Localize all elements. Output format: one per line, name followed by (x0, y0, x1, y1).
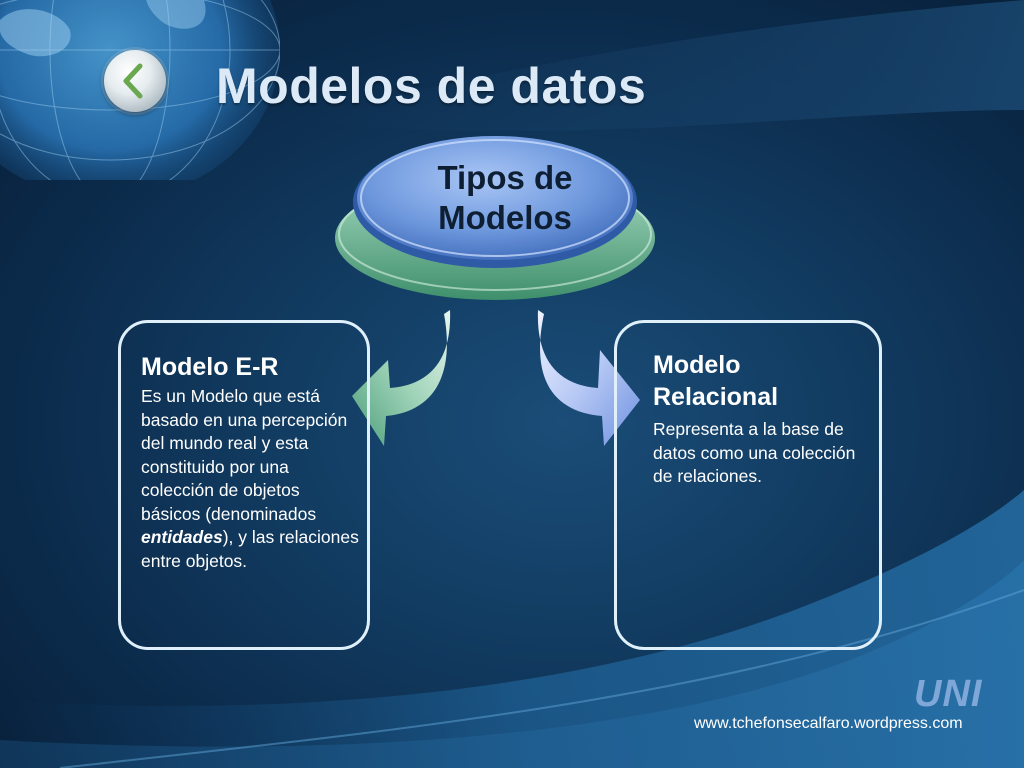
card-body-text-end: ), y las relaciones entre objetos. (141, 527, 359, 571)
arrow-left-icon (352, 310, 451, 446)
uni-logo: UNI (914, 673, 983, 715)
card-title: Modelo E-R (141, 353, 279, 381)
center-node (335, 136, 655, 300)
card-body-emphasis: entidades (141, 527, 223, 547)
chevron-left-icon (123, 63, 143, 99)
card-body-text: Es un Modelo que está basado en una perc… (141, 386, 348, 524)
page-title: Modelos de datos (216, 58, 647, 114)
footer-url: www.tchefonsecalfaro.wordpress.com (694, 715, 963, 732)
back-button[interactable] (104, 50, 166, 112)
center-node-label: Tipos de Modelos (437, 159, 573, 236)
arrows (352, 310, 640, 446)
card-modelo-er: Modelo E-R Es un Modelo que está basado … (118, 320, 370, 650)
card-body: Representa a la base de datos como una c… (653, 419, 856, 486)
card-body: Es un Modelo que está basado en una perc… (141, 385, 361, 573)
card-modelo-relacional: Modelo Relacional Representa a la base d… (614, 320, 882, 650)
card-title: Modelo Relacional (653, 351, 779, 411)
